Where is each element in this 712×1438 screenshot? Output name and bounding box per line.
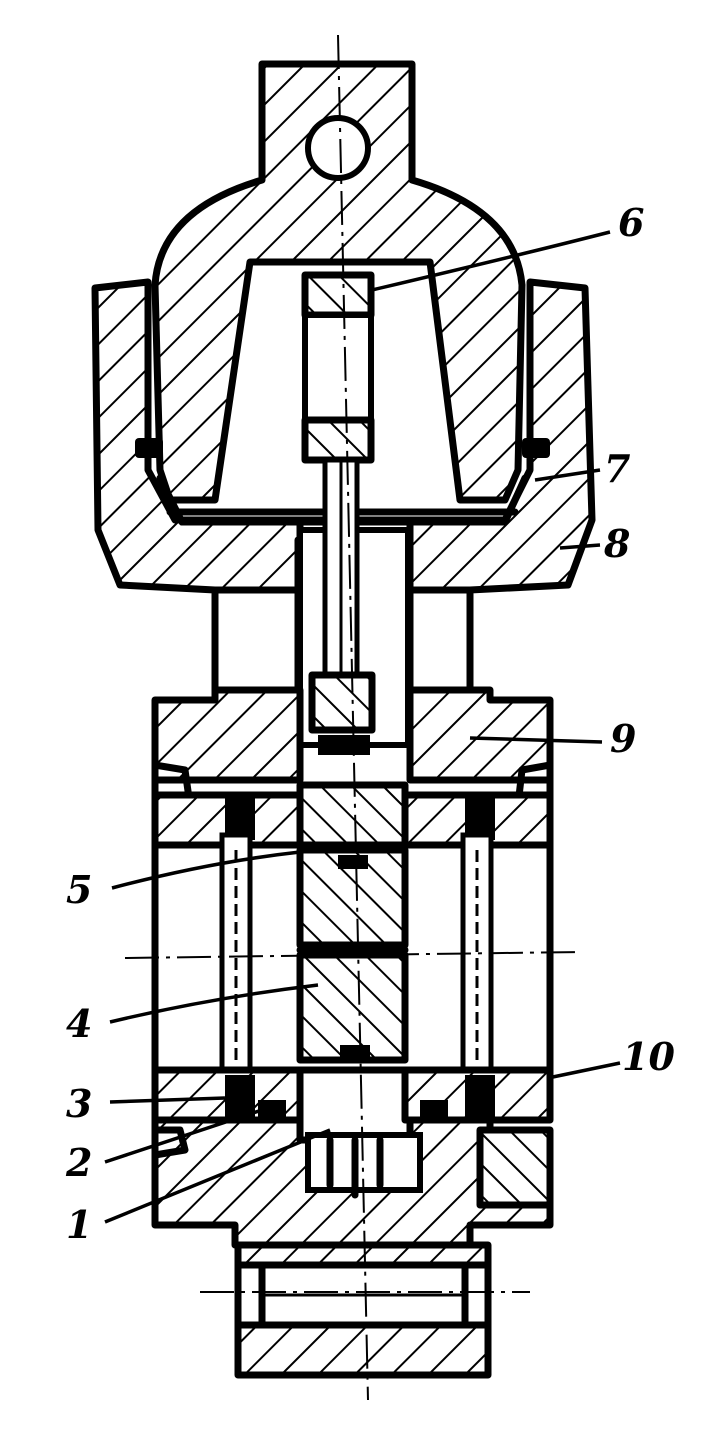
label-9: 9: [610, 716, 636, 761]
label-1: 1: [66, 1202, 92, 1247]
label-3: 3: [66, 1081, 92, 1126]
cylinder-block: [151, 686, 554, 1124]
label-7: 7: [604, 446, 630, 491]
label-2: 2: [65, 1140, 92, 1185]
label-5: 5: [66, 867, 92, 912]
label-8: 8: [603, 521, 630, 566]
piston-rod: [301, 271, 376, 755]
label-6: 6: [618, 200, 644, 245]
label-10: 10: [622, 1034, 675, 1079]
vertical-axis: [337, 34, 369, 1401]
bottom-base: [151, 1116, 554, 1379]
seal-ring-left: [135, 438, 163, 458]
seal-ring-right: [522, 438, 550, 458]
horizontal-axis: [124, 951, 581, 959]
top-cap: [151, 60, 526, 504]
leader-lines: [104, 230, 621, 1224]
eye-hole: [305, 115, 371, 181]
label-4: 4: [66, 1001, 92, 1046]
